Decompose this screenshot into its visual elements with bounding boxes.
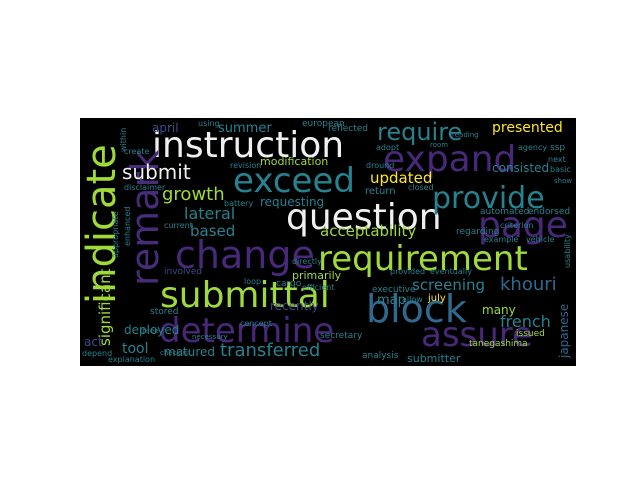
- word-july: july: [428, 293, 446, 304]
- word-matured: matured: [164, 345, 216, 359]
- word-criterion: criterion: [500, 221, 534, 230]
- word-ssp: ssp: [550, 143, 566, 153]
- word-battery: battery: [224, 199, 254, 208]
- word-dround: dround: [366, 161, 395, 170]
- word-many: many: [482, 303, 516, 317]
- word-based: based: [190, 222, 236, 240]
- word-directly: directly: [292, 257, 322, 266]
- word-submitter: submitter: [407, 352, 461, 365]
- word-provided: provided: [390, 267, 426, 276]
- word-executive: executive: [372, 285, 416, 295]
- word-act: act: [84, 335, 103, 349]
- word-question: question: [286, 197, 442, 238]
- word-change: change: [175, 233, 315, 277]
- word-assure: assure: [421, 315, 533, 355]
- word-european: european: [302, 119, 345, 129]
- word-map: map: [377, 293, 406, 308]
- word-using: using: [198, 119, 220, 128]
- word-consisted: consisted: [492, 161, 550, 175]
- word-analysis: analysis: [362, 351, 399, 361]
- word-requesting: requesting: [260, 195, 325, 209]
- word-determine: determine: [159, 311, 335, 351]
- word-updated: updated: [370, 169, 433, 187]
- word-return: return: [365, 186, 396, 197]
- word-usability: usability: [563, 234, 572, 268]
- word-reflected: reflected: [328, 124, 368, 134]
- word-basic: basic: [550, 165, 571, 174]
- word-expand: expand: [383, 139, 517, 180]
- word-stored: stored: [150, 307, 179, 317]
- word-enhanced: enhanced: [123, 206, 132, 246]
- word-submit: submit: [122, 160, 191, 184]
- word-depend: depend: [82, 349, 113, 358]
- word-provide: provide: [432, 181, 545, 216]
- word-instruction: instruction: [152, 125, 345, 166]
- word-efficient: efficient: [302, 283, 335, 292]
- word-french: french: [500, 312, 551, 331]
- word-agency: agency: [518, 143, 548, 152]
- word-page: page: [478, 205, 568, 246]
- word-regarding: regarding: [456, 227, 500, 237]
- word-closed: closed: [408, 183, 434, 192]
- word-presented: presented: [492, 120, 563, 136]
- word-deployed: deployed: [124, 323, 180, 337]
- word-revision: revision: [230, 161, 262, 170]
- word-modification: modification: [260, 155, 329, 168]
- word-endorsed: endorsed: [528, 207, 571, 217]
- word-tanegashima: tanegashima: [469, 339, 528, 349]
- word-create: create: [124, 147, 150, 156]
- word-involved: involved: [164, 267, 203, 277]
- word-concept: concept: [240, 319, 272, 328]
- word-reading: reading: [452, 131, 479, 139]
- word-require: require: [377, 118, 463, 146]
- word-summer: summer: [218, 121, 272, 136]
- word-disclaimer: disclaimer: [124, 183, 166, 192]
- word-screening: screening: [412, 276, 486, 294]
- word-requirement: requirement: [318, 239, 528, 279]
- word-current: current: [164, 221, 193, 230]
- word-eventually: eventually: [430, 267, 472, 276]
- word-japanese: japanese: [557, 303, 571, 358]
- word-automated: automated: [480, 207, 530, 217]
- word-necessary: necessary: [192, 333, 228, 341]
- word-room: room: [430, 141, 449, 149]
- word-lateral: lateral: [184, 204, 236, 223]
- word-explanation: explanation: [108, 355, 156, 364]
- word-tool: tool: [122, 341, 149, 357]
- word-next: next: [548, 155, 566, 164]
- word-vehicle: vehicle: [526, 235, 555, 244]
- word-growth: growth: [162, 184, 225, 205]
- word-adopt: adopt: [376, 143, 400, 152]
- word-primarily: primarily: [292, 269, 342, 282]
- word-issued: issued: [516, 329, 545, 339]
- word-acceptability: acceptability: [320, 222, 417, 240]
- word-cargo: cargo: [276, 279, 302, 289]
- word-loop: loop: [244, 277, 262, 286]
- word-khouri: khouri: [500, 274, 557, 295]
- word-april: april: [152, 121, 179, 135]
- word-cloud: instruction indicate remark exceed expan…: [80, 118, 576, 366]
- word-block: block: [366, 287, 467, 331]
- word-checklist: checklist: [160, 349, 191, 357]
- word-submittal: submittal: [160, 275, 330, 316]
- word-example: example: [484, 235, 519, 244]
- word-three: three: [140, 327, 159, 335]
- word-recently: recently: [270, 299, 319, 313]
- word-exceed: exceed: [233, 161, 355, 201]
- word-appropriate: appropriate: [111, 211, 120, 258]
- word-show: show: [554, 177, 573, 185]
- word-secretary: secretary: [320, 331, 363, 341]
- word-allow: allow: [402, 295, 423, 304]
- word-transferred: transferred: [220, 340, 321, 361]
